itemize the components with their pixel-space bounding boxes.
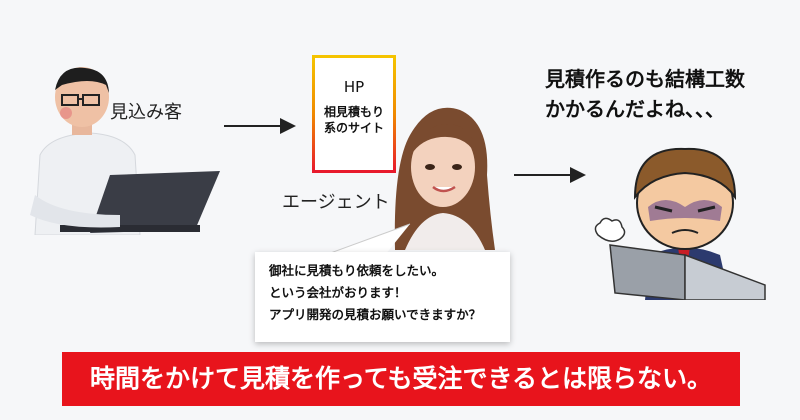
prospect-illustration [30,67,220,235]
developer-illustration [594,147,766,300]
hp-card-title: HP [343,78,365,96]
thought-line1: 見積作るのも結構工数 [545,67,745,91]
arrow-right-icon [224,118,296,134]
developer-thought: 見積作るのも結構工数 かかるんだよね、、、 [545,64,745,124]
speech-bubble: 御社に見積もり依頼をしたい。 という会社がおります！ アプリ開発の見積お願いでき… [255,252,510,342]
hp-card-line2: 系のサイト [323,121,384,135]
speech-line1: 御社に見積もり依頼をしたい。 [269,263,445,278]
prospect-label: 見込み客 [110,102,182,123]
speech-line3: アプリ開発の見積お願いできますか？ [269,307,482,322]
hp-card-line1: 相見積もり [323,105,384,119]
hp-card-subtitle: 相見積もり 系のサイト [315,104,393,136]
thought-line2: かかるんだよね、、、 [545,97,725,121]
conclusion-banner: 時間をかけて見積を作っても受注できるとは限らない。 [62,352,740,406]
agent-illustration [394,107,495,250]
arrow-right-icon [514,167,586,183]
speech-tail [325,223,411,256]
agent-label: エージェント [282,192,390,213]
speech-line2: という会社がおります！ [269,285,407,300]
hp-site-card: HP 相見積もり 系のサイト [312,55,396,173]
